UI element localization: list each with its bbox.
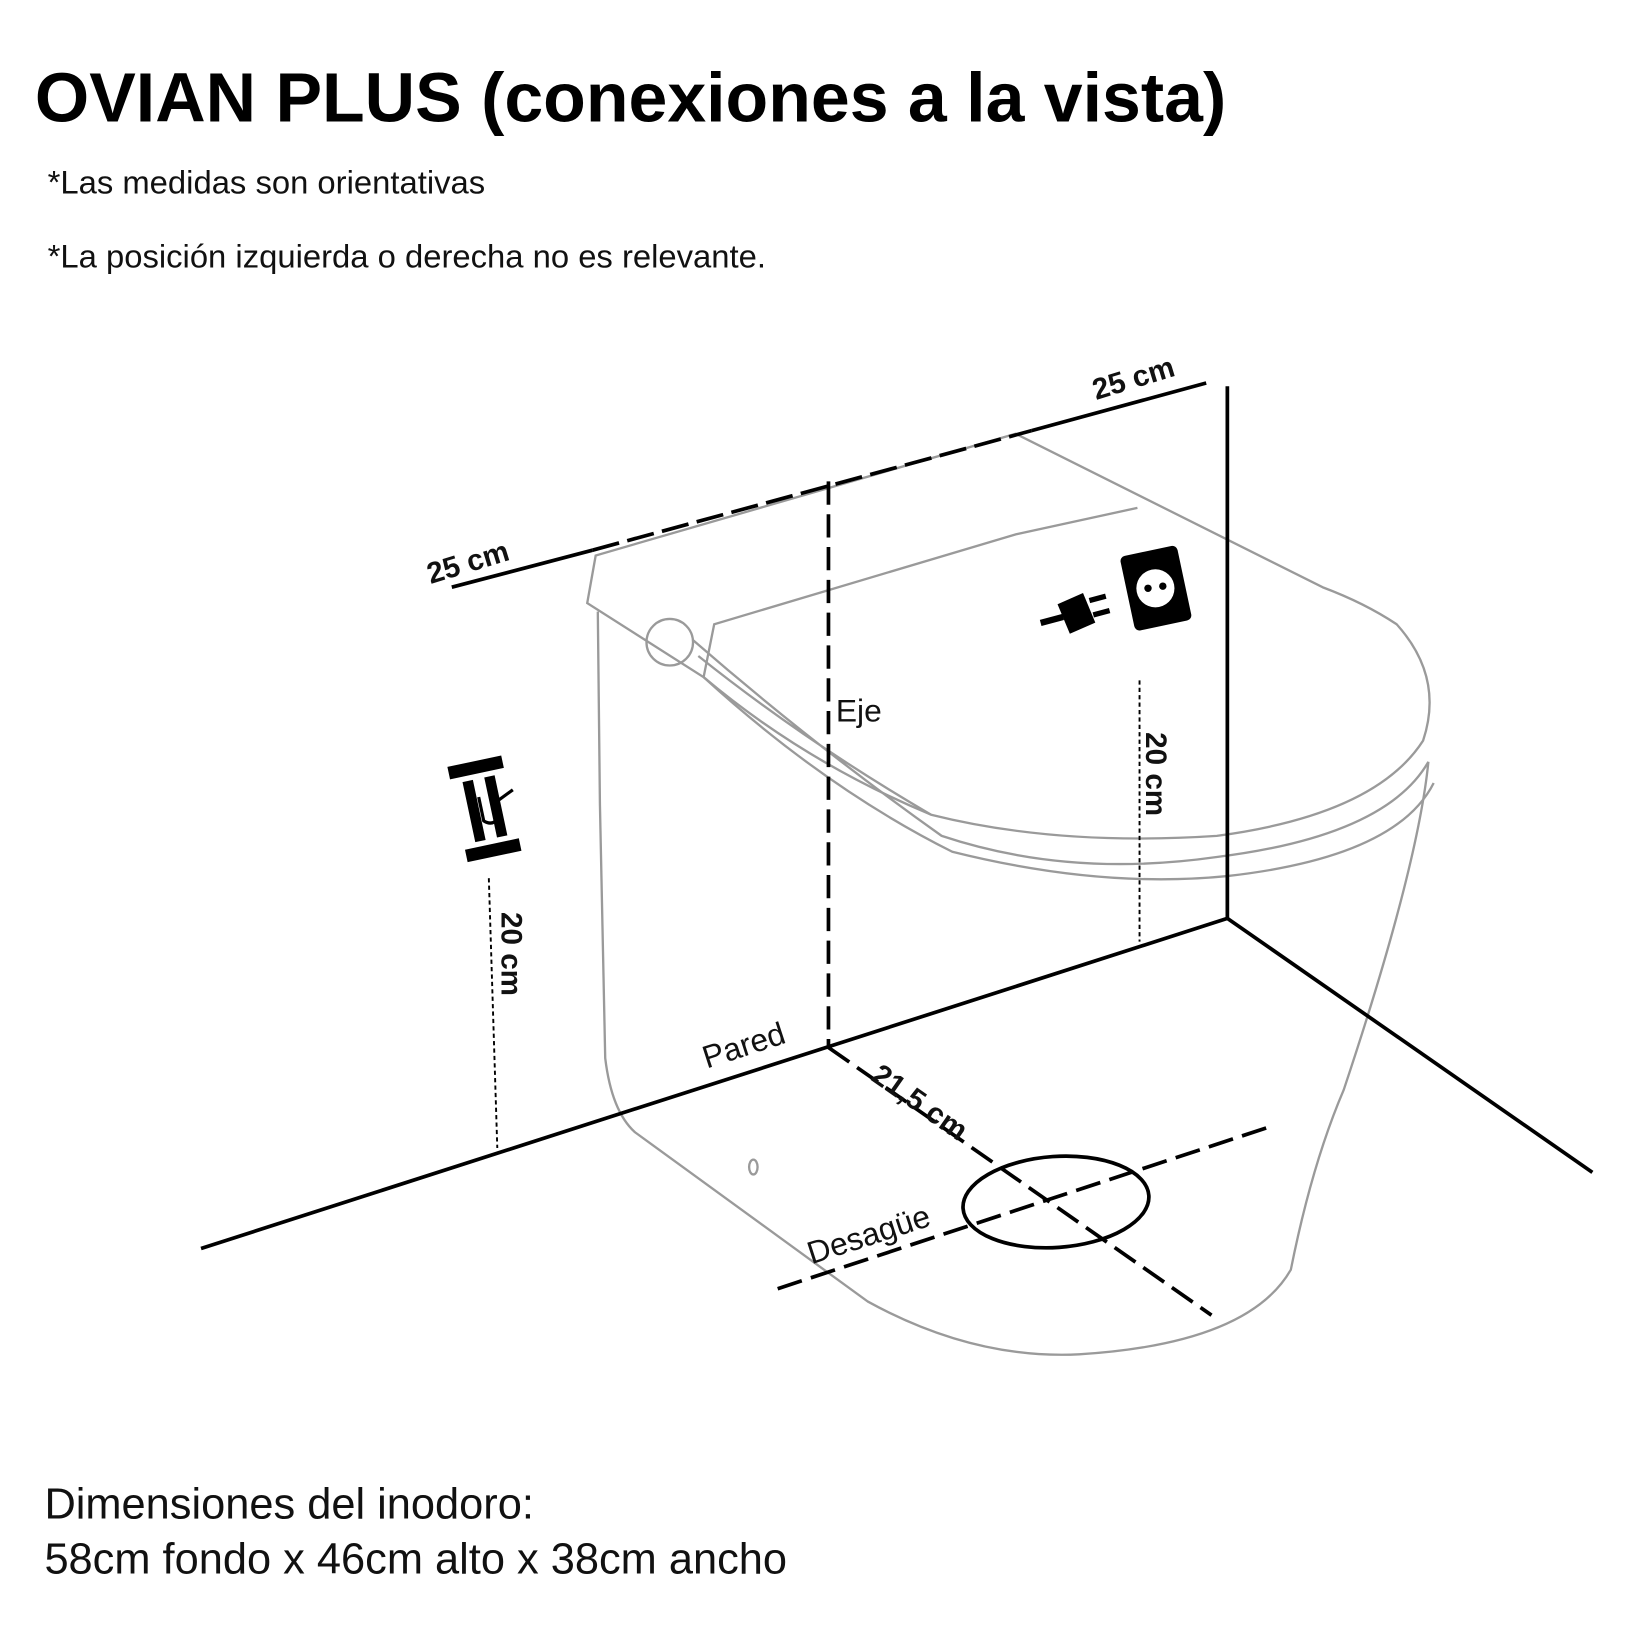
axis-label: Eje: [836, 693, 882, 729]
power-plug-icon: [1039, 593, 1111, 634]
valve-height-line: [487, 878, 499, 1149]
top-right-dimension-label: 25 cm: [1089, 351, 1179, 407]
note-position: *La posición izquierda o derecha no es r…: [48, 238, 766, 275]
drain-cross-line: [777, 1125, 1271, 1291]
socket-height-label: 20 cm: [1139, 732, 1172, 816]
page-title: OVIAN PLUS (conexiones a la vista): [35, 59, 1226, 137]
note-orientative: *Las medidas son orientativas: [48, 164, 486, 201]
drain-distance-line: [827, 1045, 1213, 1317]
drain-ellipse: [961, 1154, 1151, 1250]
water-valve-icon: [447, 755, 522, 863]
power-socket-icon: [1120, 545, 1192, 631]
drain-label: Desagüe: [803, 1198, 935, 1271]
top-dimension-line: [451, 381, 1207, 590]
valve-height-label: 20 cm: [495, 912, 528, 996]
dimensions-value: 58cm fondo x 46cm alto x 38cm ancho: [44, 1535, 787, 1583]
wall-floor-lines: [200, 386, 1594, 1251]
toilet-outline: [585, 432, 1435, 1356]
wall-label: Pared: [698, 1015, 790, 1075]
drain-distance-label: 21,5 cm: [866, 1058, 974, 1147]
dimensions-heading: Dimensiones del inodoro:: [44, 1480, 533, 1528]
